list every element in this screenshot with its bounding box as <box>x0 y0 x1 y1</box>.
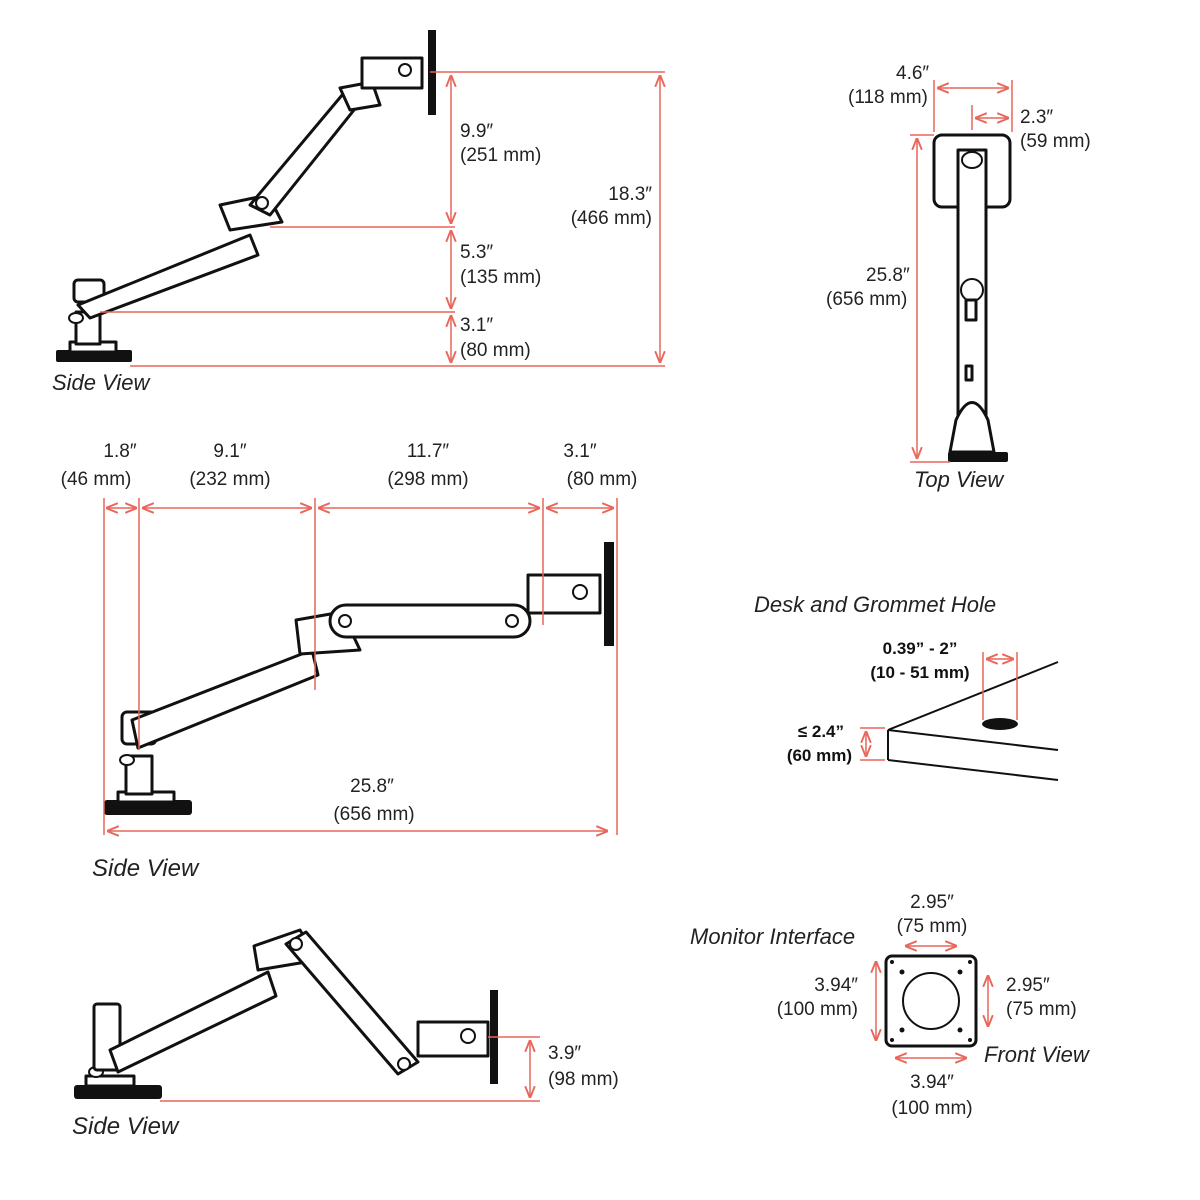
dim-3-9-mm: (98 mm) <box>548 1069 619 1090</box>
hole-size-inch: 0.39” - 2” <box>883 639 958 658</box>
monitor-arm-top <box>932 133 1012 462</box>
dim-1-8-inch: 1.8″ <box>103 441 136 462</box>
vesa-top-inch: 2.95″ <box>910 892 954 913</box>
top-view-caption: Top View <box>914 467 1005 492</box>
desk-thickness-inch: ≤ 2.4” <box>798 722 844 741</box>
desk-drawing <box>887 661 1059 781</box>
dim-9-9-inch: 9.9″ <box>460 121 493 142</box>
dim-3-1-side2-inch: 3.1″ <box>563 441 596 462</box>
dim-3-1-side2-mm: (80 mm) <box>567 469 638 490</box>
side-view-3: 3.9″ (98 mm) Side View <box>72 928 619 1140</box>
dim-4-6-mm: (118 mm) <box>848 87 928 108</box>
monitor-arm-raised <box>56 30 436 362</box>
dim-25-8-top-inch: 25.8″ <box>866 265 910 286</box>
monitor-arm-extended <box>104 542 614 815</box>
dim-5-3-mm: (135 mm) <box>460 267 541 288</box>
dim-25-8-inch: 25.8″ <box>350 776 394 797</box>
vesa-right-inch: 2.95″ <box>1006 975 1050 996</box>
side-view-1-dimensions <box>100 71 665 367</box>
side-view-2-caption: Side View <box>92 855 200 882</box>
desk-thickness-mm: (60 mm) <box>787 746 852 765</box>
dim-3-1-mm: (80 mm) <box>460 340 531 361</box>
vesa-left-mm: (100 mm) <box>777 999 858 1020</box>
dim-1-8-mm: (46 mm) <box>61 469 132 490</box>
side-view-1: 9.9″ (251 mm) 5.3″ (135 mm) 3.1″ (80 mm)… <box>52 30 665 395</box>
monitor-interface: Monitor Interface 2.95″ (75 mm) 2.95″ (7… <box>690 892 1091 1119</box>
vesa-bottom-inch: 3.94″ <box>910 1072 954 1093</box>
side-view-3-caption: Side View <box>72 1113 180 1140</box>
vesa-dimensions <box>876 946 988 1058</box>
dim-18-3-inch: 18.3″ <box>608 184 652 205</box>
desk-grommet: Desk and Grommet Hole 0.39” - 2” (10 - 5… <box>754 592 1059 781</box>
vesa-plate <box>884 954 978 1048</box>
dim-2-3-mm: (59 mm) <box>1020 131 1091 152</box>
dim-9-1-mm: (232 mm) <box>189 469 270 490</box>
vesa-bottom-mm: (100 mm) <box>891 1098 972 1119</box>
monitor-interface-title: Monitor Interface <box>690 924 855 949</box>
dim-2-3-inch: 2.3″ <box>1020 107 1053 128</box>
dim-9-1-inch: 9.1″ <box>213 441 246 462</box>
dim-11-7-inch: 11.7″ <box>407 441 450 462</box>
vesa-right-mm: (75 mm) <box>1006 999 1077 1020</box>
dim-25-8-mm: (656 mm) <box>333 804 414 825</box>
side-view-2-dimensions <box>103 498 618 835</box>
side-view-2: 1.8″ (46 mm) 9.1″ (232 mm) 11.7″ (298 mm… <box>61 441 638 882</box>
top-view: 4.6″ (118 mm) 2.3″ (59 mm) 25.8″ (656 mm… <box>826 63 1091 492</box>
dim-3-9-inch: 3.9″ <box>548 1043 581 1064</box>
desk-grommet-title: Desk and Grommet Hole <box>754 592 996 617</box>
dim-5-3-inch: 5.3″ <box>460 242 493 263</box>
front-view-caption: Front View <box>984 1042 1091 1067</box>
side-view-3-dimensions <box>160 1036 540 1102</box>
side-view-1-caption: Side View <box>52 370 152 395</box>
dim-18-3-mm: (466 mm) <box>571 208 652 229</box>
vesa-top-mm: (75 mm) <box>897 916 968 937</box>
hole-size-mm: (10 - 51 mm) <box>870 663 969 682</box>
desk-dimensions <box>860 652 1018 761</box>
dim-3-1-inch: 3.1″ <box>460 315 493 336</box>
vesa-left-inch: 3.94″ <box>814 975 858 996</box>
dim-9-9-mm: (251 mm) <box>460 145 541 166</box>
dim-4-6-inch: 4.6″ <box>896 63 929 84</box>
dim-11-7-mm: (298 mm) <box>387 469 468 490</box>
top-view-dimensions <box>910 80 1013 463</box>
dim-25-8-top-mm: (656 mm) <box>826 289 907 310</box>
monitor-arm-folded <box>74 928 498 1099</box>
